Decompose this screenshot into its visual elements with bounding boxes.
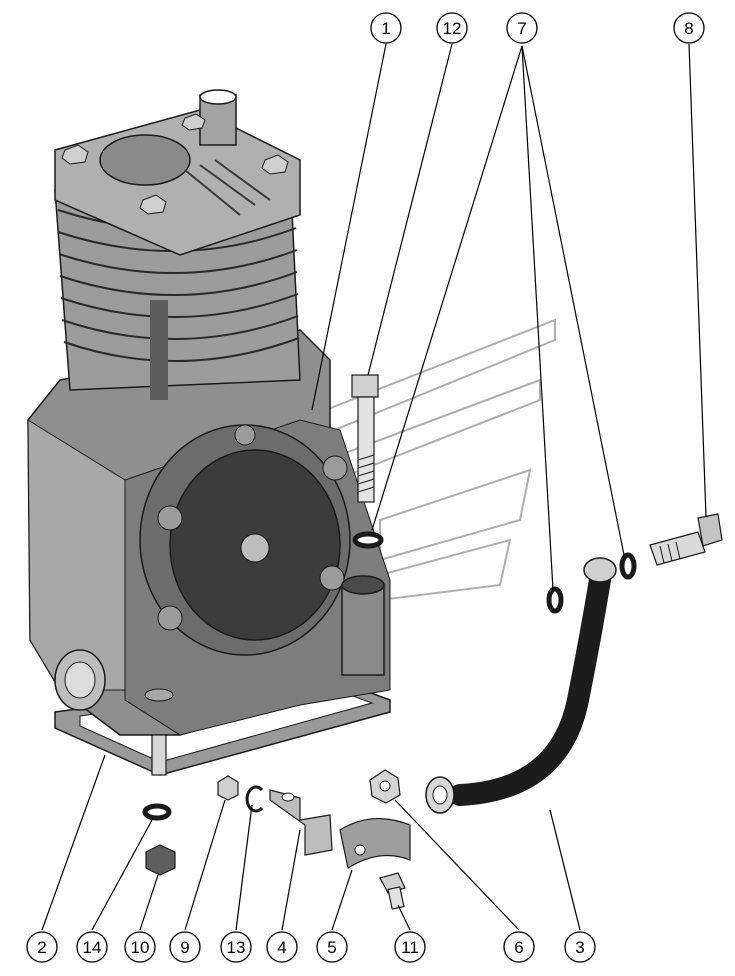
svg-text:14: 14 — [83, 938, 102, 957]
washer-14 — [142, 803, 172, 821]
callout-12: 12 — [436, 12, 468, 44]
callout-11: 11 — [394, 931, 426, 963]
callout-1: 1 — [370, 12, 402, 44]
callout-10: 10 — [124, 931, 156, 963]
nut-9 — [217, 775, 239, 801]
callout-2: 2 — [26, 931, 58, 963]
svg-text:8: 8 — [684, 19, 693, 38]
callout-9: 9 — [169, 931, 201, 963]
fitting-boss — [341, 575, 385, 676]
callout-5: 5 — [316, 931, 348, 963]
svg-text:9: 9 — [180, 938, 189, 957]
side-plug — [54, 649, 106, 711]
callout-3: 3 — [564, 931, 596, 963]
svg-text:7: 7 — [517, 19, 526, 38]
svg-text:10: 10 — [131, 938, 150, 957]
callout-6: 6 — [503, 931, 535, 963]
svg-text:12: 12 — [443, 19, 462, 38]
svg-text:11: 11 — [401, 938, 419, 957]
svg-text:5: 5 — [327, 938, 336, 957]
hose-3 — [425, 557, 617, 814]
svg-text:3: 3 — [575, 938, 584, 957]
callout-4: 4 — [266, 931, 298, 963]
stud-base — [144, 688, 174, 702]
callout-13: 13 — [220, 931, 252, 963]
svg-text:1: 1 — [381, 19, 390, 38]
callout-7: 7 — [506, 12, 538, 44]
svg-text:4: 4 — [277, 938, 286, 957]
nut-10 — [145, 844, 176, 876]
svg-text:2: 2 — [37, 938, 46, 957]
spring-washer-13 — [245, 785, 264, 813]
stud — [151, 734, 167, 776]
bracket-4 — [269, 789, 333, 856]
front-cover — [139, 424, 351, 656]
leader-lines — [41, 43, 707, 931]
callouts: 1 12 7 8 2 14 10 9 — [26, 12, 705, 963]
cylinder-head — [54, 89, 301, 256]
svg-text:13: 13 — [227, 938, 246, 957]
fitting-6 — [369, 769, 401, 804]
callout-8: 8 — [673, 12, 705, 44]
washer-7 — [352, 531, 637, 614]
bolt-12 — [351, 374, 379, 503]
svg-text:6: 6 — [514, 938, 523, 957]
bolt-11 — [379, 872, 406, 910]
clamp-5 — [339, 817, 411, 869]
bolt-8 — [649, 513, 723, 566]
callout-14: 14 — [76, 931, 108, 963]
